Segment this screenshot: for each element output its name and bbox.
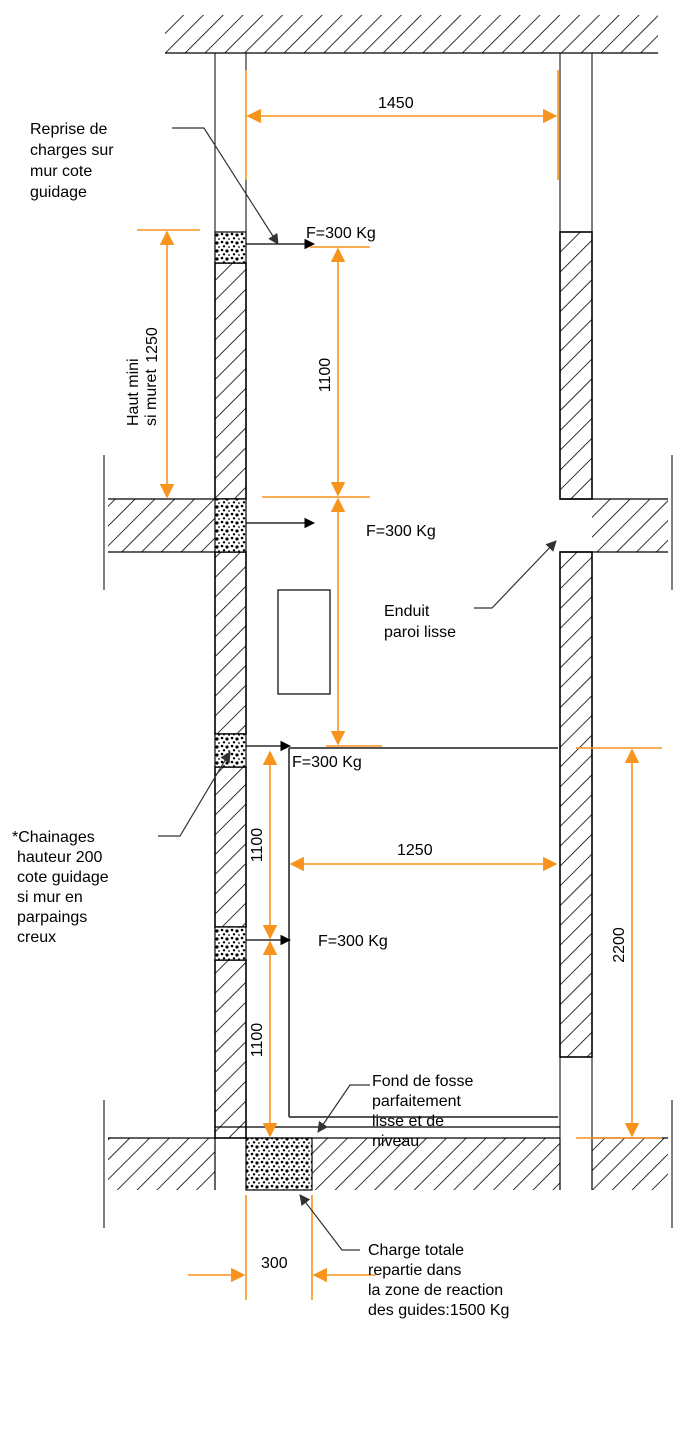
note-render: Enduit paroi lisse [384,603,456,641]
note-pit-floor-line: parfaitement [372,1093,461,1110]
left-wall [214,262,247,1139]
note-chaining-line: *Chainages [12,829,95,846]
note-wall-height-line: si muret [143,369,160,426]
dim-bracket-lower: 1100 [249,1023,266,1058]
note-chaining-line: parpaings [17,909,87,926]
note-pit-floor-line: lisse et de [372,1113,444,1130]
dim-bracket-upper: 1100 [317,358,334,393]
note-pit-floor: Fond de fosse parfaitement lisse et de n… [372,1073,478,1150]
chaining-block-2 [214,498,247,553]
cabin-outline [288,747,558,1118]
note-total-load-line: Charge totale [368,1242,464,1259]
guide-reaction-block [245,1137,313,1191]
upper-wall-lines [214,53,593,232]
note-wall-height: Haut mini si muret [125,354,160,426]
force-label-1: F=300 Kg [306,225,376,242]
force-label-2: F=300 Kg [366,523,436,540]
chaining-block-4 [214,926,247,961]
dimension-lines [137,70,662,1300]
concrete-blocks [214,231,313,1191]
note-chaining-line: creux [17,929,56,946]
note-load-transfer-line: guidage [30,184,87,201]
note-load-transfer-line: Reprise de [30,121,107,138]
note-chaining: *Chainages hauteur 200 cote guidage si m… [12,829,113,946]
chaining-block-3 [214,733,247,768]
note-pit-floor-line: Fond de fosse [372,1073,474,1090]
right-wall [559,231,593,1138]
note-wall-height-line: Haut mini [125,358,142,426]
dim-shaft-width: 1450 [378,95,414,112]
note-render-line: Enduit [384,603,430,620]
dim-cabin-height: 2200 [611,927,628,963]
note-total-load: Charge totale repartie dans la zone de r… [368,1242,509,1319]
note-render-line: paroi lisse [384,624,456,641]
landing-door [277,589,331,695]
note-load-transfer: Reprise de charges sur mur cote guidage [30,121,118,201]
top-slab [165,15,658,54]
note-load-transfer-line: charges sur [30,142,114,159]
dim-cabin-width: 1250 [397,842,433,859]
floor-slab-left [103,455,215,590]
floor-slab-right [560,455,673,590]
force-arrows [246,238,316,946]
note-chaining-line: cote guidage [17,869,109,886]
note-load-transfer-line: mur cote [30,163,92,180]
note-total-load-line: des guides:1500 Kg [368,1302,509,1319]
force-label-3: F=300 Kg [292,754,362,771]
dim-guide-zone: 300 [261,1255,288,1272]
note-total-load-line: la zone de reaction [368,1282,503,1299]
dim-wall-height: 1250 [144,327,161,363]
note-chaining-line: si mur en [17,889,83,906]
chaining-block-1 [214,231,247,264]
dim-bracket-mid: 1100 [249,828,266,863]
force-label-4: F=300 Kg [318,933,388,950]
note-chaining-line: hauteur 200 [17,849,103,866]
note-pit-floor-line: niveau [372,1133,419,1150]
leader-lines [158,127,557,1251]
note-total-load-line: repartie dans [368,1262,461,1279]
pit-floor-slab [103,1100,673,1228]
